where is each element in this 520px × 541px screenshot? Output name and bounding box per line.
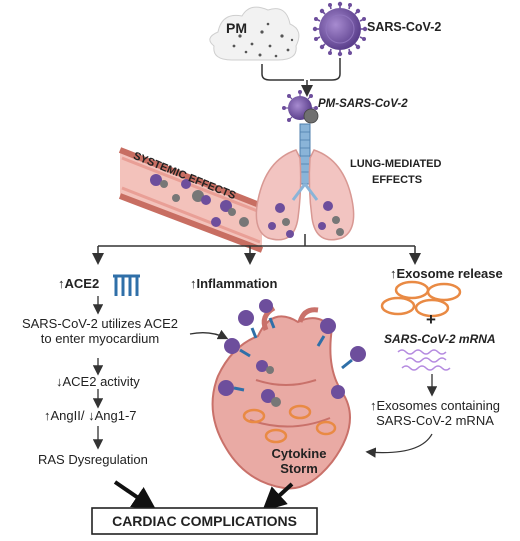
ace2-heading: ↑ACE2 — [58, 276, 99, 291]
pm-cloud-icon — [209, 6, 300, 61]
up-arrow-icon: ↑ — [58, 276, 65, 291]
ace2-step-2: ↓ACE2 activity — [56, 374, 140, 389]
cytokine-storm-line-2: Storm — [280, 461, 318, 476]
outcome-arrows — [113, 480, 294, 512]
blood-vessel-illustration — [118, 147, 264, 253]
branch-arrows — [92, 234, 421, 265]
up-arrow-icon: ↑ — [390, 266, 397, 281]
lungs-illustration — [255, 123, 355, 241]
plus-sign: + — [426, 310, 436, 329]
outcome-box — [91, 507, 318, 535]
mrna-label: SARS-CoV-2 mRNA — [384, 332, 496, 346]
virus-label: SARS-CoV-2 — [367, 20, 442, 34]
lung-mediated-label: LUNG-MEDIATED — [350, 158, 442, 170]
exosome-pathway-arrows — [365, 374, 438, 458]
heart-illustration — [211, 299, 366, 490]
sars-cov-2-virus-icon — [312, 1, 368, 57]
ace2-receptor-icon — [113, 274, 140, 296]
exosome-result-line-1: ↑Exosomes containing — [369, 398, 501, 413]
cytokine-storm-line-1: Cytokine — [271, 446, 327, 461]
exosome-heading-text: Exosome release — [396, 266, 503, 281]
mrna-strands-icon — [397, 349, 451, 371]
ace2-heading-text: ACE2 — [64, 276, 100, 291]
ace2-step-1-line-2: to enter myocardium — [40, 331, 160, 346]
exosome-heading: ↑Exosome release — [390, 266, 503, 281]
merge-arrows — [261, 58, 341, 97]
lung-mediated-label-2: EFFECTS — [372, 174, 423, 186]
inflammation-heading: ↑Inflammation — [190, 276, 277, 291]
cytokine-storm-label: Cytokine Storm — [266, 446, 332, 476]
ace2-step-4: RAS Dysregulation — [38, 452, 148, 467]
inflammation-heading-text: Inflammation — [196, 276, 278, 291]
exosome-result-line-2: SARS-CoV-2 mRNA — [376, 413, 494, 428]
exosome-vesicles-icon — [380, 280, 462, 318]
cardiac-complications-label: CARDIAC COMPLICATIONS — [112, 513, 297, 529]
pm-label: PM — [226, 20, 247, 36]
ace2-step-1: SARS-CoV-2 utilizes ACE2 to enter myocar… — [16, 316, 184, 346]
ace2-step-3: ↑AngII/ ↓Ang1-7 — [44, 408, 137, 423]
exosome-result: ↑Exosomes containing SARS-CoV-2 mRNA — [352, 398, 518, 428]
complex-label: PM-SARS-CoV-2 — [318, 98, 408, 110]
pm-virus-complex-icon — [282, 89, 319, 124]
ace2-pathway-arrows — [92, 296, 229, 450]
ace2-step-1-line-1: SARS-CoV-2 utilizes ACE2 — [21, 316, 179, 331]
up-arrow-icon: ↑ — [190, 276, 197, 291]
